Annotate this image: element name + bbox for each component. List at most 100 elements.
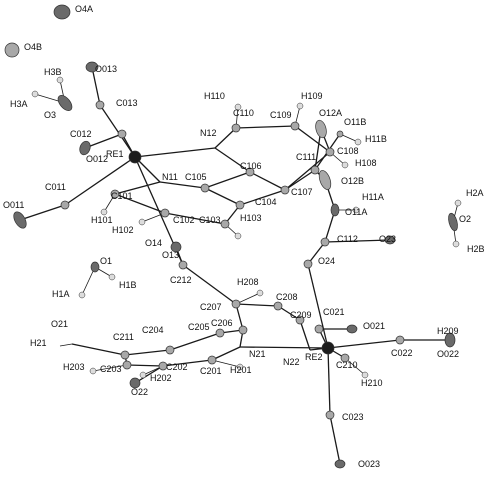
bond-c101-c102 [114,193,166,214]
atom-c203 [122,360,132,370]
atom-o021 [346,324,358,334]
atom-o11b [336,130,344,138]
atom-c023 [325,410,335,420]
atom-label-o23: O23 [379,234,396,244]
bond-o1-h1a [81,266,96,296]
atom-c022 [395,335,405,345]
atom-label-o022: O022 [437,349,459,359]
atom-c111 [310,165,320,175]
atom-c110 [231,123,241,133]
atom-label-c104: C104 [255,197,277,207]
atom-c202 [158,361,168,371]
atom-c101 [110,189,120,199]
bond-o24-re2 [307,263,329,349]
atom-c104 [235,200,245,210]
atom-label-c103: C103 [199,215,221,225]
atom-label-o3: O3 [44,110,56,120]
bond-c107-c111 [284,169,316,191]
atom-label-o13: O13 [162,250,179,260]
bond-c102-c103 [164,212,226,225]
atom-label-c022: C022 [391,348,413,358]
bond-c112-o23 [324,239,391,243]
atom-label-h110: H110 [204,91,225,101]
atom-o12b [318,170,332,190]
atom-label-c111: C111 [296,152,316,162]
atom-label-c106: C106 [240,161,262,171]
atom-label-c205: C205 [188,322,210,332]
atom-label-c203: C203 [100,364,122,374]
atom-h208 [256,289,264,297]
atom-c021 [314,324,324,334]
atom-o013 [85,61,99,73]
atom-o022 [444,332,456,348]
atom-label-h210: H210 [361,378,383,388]
label-layer: O4AO4BH3BH3AO3O013C013C012O012RE1C011O01… [3,4,485,469]
atom-re2 [321,341,335,355]
atom-o1 [90,261,100,273]
atom-label-c108: C108 [337,146,359,156]
bond-c106-n12 [214,147,251,173]
atom-c012 [117,129,127,139]
atom-h102 [138,218,146,226]
atom-c209 [295,315,305,325]
atom-label-c012: C012 [70,129,92,139]
atom-h202 [139,371,147,379]
atom-label-h2a: H2A [466,188,484,198]
atom-label-c112: C112 [337,234,358,244]
atom-label-o2: O2 [459,214,471,224]
bond-c109-c108 [294,125,331,153]
bond-c201-h201 [211,359,241,368]
atom-label-c209: C209 [290,310,312,320]
atom-label-c201: C201 [200,366,222,376]
atom-c103 [220,219,230,229]
bond-o013-c013 [91,66,101,106]
atom-label-c204: C204 [142,325,164,335]
bond-c207-c206 [235,303,244,331]
atom-label-o021: O021 [363,321,385,331]
atom-label-o22: O22 [131,387,148,397]
atom-c201 [207,355,217,365]
bond-re1-n12 [134,147,216,158]
atom-label-h209: H209 [437,326,459,336]
atom-c210 [340,353,350,363]
atom-label-h108: H108 [355,158,377,168]
atom-label-c013: C013 [116,98,138,108]
atom-c106 [245,167,255,177]
bond-c203-h203 [92,364,128,372]
atom-label-n22: N22 [283,357,300,367]
bond-c202-c201 [162,359,213,367]
atom-h210 [361,371,369,379]
atom-label-c202: C202 [166,362,188,372]
atom-c105 [200,183,210,193]
atom-label-h201: H201 [230,365,252,375]
atom-label-c101: C101 [111,191,133,201]
atom-label-h103: H103 [240,213,262,223]
atom-label-o011: O011 [3,200,24,210]
atom-label-o1: O1 [100,256,112,266]
atom-label-h11a: H11A [362,192,384,202]
atom-label-re2: RE2 [305,352,323,362]
atom-c102 [160,208,170,218]
bond-n12-c110 [214,127,237,149]
atom-o023 [334,459,346,469]
bond-c023-o023 [329,414,341,465]
atom-label-c105: C105 [185,172,207,182]
atom-label-h101: H101 [91,215,113,225]
atom-h109 [296,102,304,110]
atom-o012 [79,140,91,156]
atom-label-n21: N21 [249,349,266,359]
atom-o24 [303,259,313,269]
atom-h201 [236,363,244,371]
atom-h203 [89,367,97,375]
atom-h2b [452,240,460,248]
bond-c212-c207 [182,264,237,305]
bond-c106-c105 [204,171,251,189]
atom-label-h3a: H3A [10,99,28,109]
atom-c208 [273,301,283,311]
atom-label-c110: C110 [233,108,254,118]
atom-c207 [231,299,241,309]
atom-label-o14: O14 [145,238,162,248]
atom-h11b [354,138,362,146]
atom-label-o11a: O11A [345,207,367,217]
